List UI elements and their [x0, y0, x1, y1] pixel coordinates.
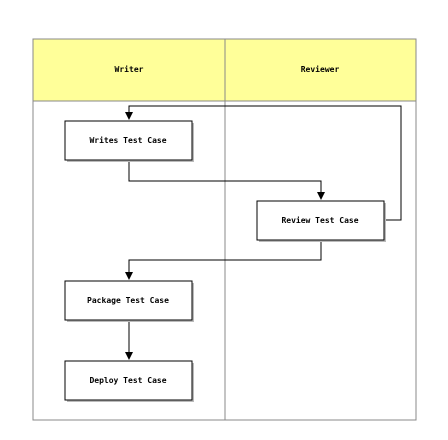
step-deploy-test-case[interactable]: Deploy Test Case — [64, 360, 194, 402]
step-box — [64, 120, 193, 161]
flow-write-to-review — [128, 161, 325, 200]
step-writes-test-case[interactable]: Writes Test Case — [64, 120, 194, 162]
lane-header-writer — [32, 38, 226, 102]
lane-label-reviewer: Reviewer — [301, 64, 340, 74]
step-label: Deploy Test Case — [89, 376, 166, 385]
step-box — [256, 200, 385, 241]
step-box — [64, 280, 193, 321]
lane-header-reviewer — [224, 38, 417, 102]
step-package-test-case[interactable]: Package Test Case — [64, 280, 194, 322]
step-label: Review Test Case — [281, 215, 358, 225]
step-label: Package Test Case — [87, 296, 169, 305]
step-label: Writes Test Case — [89, 135, 166, 145]
step-review-test-case[interactable]: Review Test Case — [256, 200, 386, 242]
step-box — [64, 360, 193, 401]
flow-review-to-write — [125, 105, 402, 221]
lane-label-writer: Writer — [115, 64, 144, 74]
flow-review-to-package — [125, 240, 322, 280]
